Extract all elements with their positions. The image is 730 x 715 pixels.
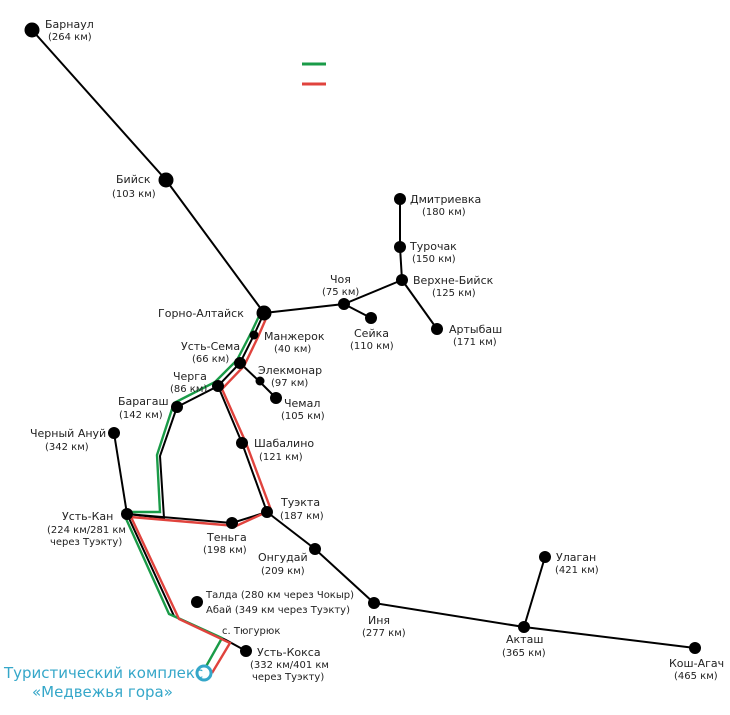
place-name-aktash: Акташ bbox=[506, 633, 543, 646]
place-name-seyka: Сейка bbox=[354, 327, 389, 340]
place-distance-manzherok: (40 км) bbox=[274, 344, 311, 355]
place-name-shabalino: Шабалино bbox=[254, 437, 314, 450]
place-name-manzherok: Манжерок bbox=[264, 330, 325, 343]
settlement-marker-baragash bbox=[171, 401, 183, 413]
settlement-marker-ust-koksa bbox=[240, 645, 252, 657]
settlement-marker-tenga bbox=[226, 517, 238, 529]
place-distance-verkhne-biysk: (125 км) bbox=[432, 288, 476, 299]
place-labels: Барнаул (264 км) Бийск (103 км) Горно-Ал… bbox=[3, 18, 724, 701]
road-tuekta-kosh-agach bbox=[266, 511, 696, 649]
place-distance-dmitrievka: (180 км) bbox=[422, 207, 466, 218]
place-name-ust-kan: Усть-Кан bbox=[62, 510, 113, 523]
place-name-ust-sema: Усть-Сема bbox=[181, 340, 240, 353]
place-name-turochak: Турочак bbox=[409, 240, 457, 253]
place-distance-turochak: (150 км) bbox=[412, 254, 456, 265]
place-name-barnaul: Барнаул bbox=[45, 18, 94, 31]
place-name-chemal: Чемал bbox=[284, 397, 320, 410]
place-name-inya: Иня bbox=[368, 614, 390, 627]
place-distance-choya: (75 км) bbox=[322, 287, 359, 298]
place-name-dmitrievka: Дмитриевка bbox=[410, 193, 481, 206]
settlement-marker-manzherok bbox=[249, 330, 259, 340]
place-distance-barnaul: (264 км) bbox=[48, 32, 92, 43]
settlement-marker-ongudai bbox=[309, 543, 321, 555]
place-name-verkhne-biysk: Верхне-Бийск bbox=[413, 274, 494, 287]
settlement-marker-kosh-agach bbox=[689, 642, 701, 654]
place-distance-chemal: (105 км) bbox=[281, 411, 325, 422]
road-cherny-anuy-ust-kan bbox=[113, 432, 128, 515]
place-distance-aktash: (365 км) bbox=[502, 648, 546, 659]
place-name-ust-koksa: Усть-Кокса bbox=[257, 646, 321, 659]
place-distance-seyka: (110 км) bbox=[350, 341, 394, 352]
place-name-tuekta: Туэкта bbox=[280, 496, 320, 509]
place-distance-baragash: (142 км) bbox=[119, 410, 163, 421]
red-route bbox=[129, 313, 273, 674]
settlement-marker-elekmonar bbox=[255, 376, 265, 386]
legend bbox=[302, 62, 326, 86]
destination-title-line2: «Медвежья гора» bbox=[32, 683, 173, 701]
place-name-tenga: Теньга bbox=[206, 531, 247, 544]
place-distance-cherny-anuy: (342 км) bbox=[45, 442, 89, 453]
settlement-marker-gorno-altaysk bbox=[256, 305, 272, 321]
place-name-artybash: Артыбаш bbox=[449, 323, 502, 336]
place-name-kosh-agach: Кош-Агач bbox=[669, 657, 724, 670]
road-barnaul-gorno-altaysk bbox=[31, 29, 265, 314]
place-distance-ongudai: (209 км) bbox=[261, 566, 305, 577]
settlement-marker-ust-kan bbox=[121, 508, 133, 520]
destination-title-line1: Туристический комплекс bbox=[3, 664, 203, 682]
settlement-marker-talda bbox=[191, 596, 203, 608]
settlement-markers bbox=[24, 22, 701, 657]
road-aktash-ulagan bbox=[523, 556, 546, 628]
place-distance-inya: (277 км) bbox=[362, 628, 406, 639]
place-name-abay: Абай (349 км через Туэкту) bbox=[206, 605, 350, 616]
place-name-gorno-altaysk: Горно-Алтайск bbox=[158, 307, 244, 320]
road-verkhne-biysk-artybash bbox=[401, 279, 438, 330]
ring-marker-icon bbox=[195, 664, 213, 682]
place-name-cherga: Черга bbox=[173, 370, 207, 383]
road-baragash-ust-kan bbox=[126, 406, 178, 520]
settlement-marker-ulagan bbox=[539, 551, 551, 563]
place-name-talda: Талда (280 км через Чокыр) bbox=[205, 590, 354, 601]
place-distance-ust-kan-via: через Туэкту) bbox=[50, 537, 122, 548]
settlement-marker-artybash bbox=[431, 323, 443, 335]
place-distance-ust-sema: (66 км) bbox=[192, 354, 229, 365]
settlement-marker-chemal bbox=[270, 392, 282, 404]
place-distance-ust-kan: (224 км/281 км bbox=[47, 525, 126, 536]
settlement-marker-verkhne-biysk bbox=[396, 274, 408, 286]
place-name-baragash: Барагаш bbox=[118, 395, 169, 408]
place-distance-tenga: (198 км) bbox=[203, 545, 247, 556]
place-name-elekmonar: Элекмонар bbox=[258, 364, 322, 377]
settlement-marker-ust-sema bbox=[234, 357, 246, 369]
place-name-cherny-anuy: Черный Ануй bbox=[30, 427, 106, 440]
settlement-marker-cherny-anuy bbox=[108, 427, 120, 439]
settlement-marker-cherga bbox=[212, 380, 224, 392]
settlement-marker-seyka bbox=[365, 312, 377, 324]
place-distance-tuekta: (187 км) bbox=[280, 511, 324, 522]
road-dmitrievka-verkhne-biysk bbox=[399, 199, 403, 281]
place-distance-biysk: (103 км) bbox=[112, 189, 156, 200]
place-distance-ust-koksa: (332 км/401 км bbox=[250, 660, 329, 671]
settlement-marker-barnaul bbox=[24, 22, 40, 38]
place-name-tyuguryuk: с. Тюгурюк bbox=[222, 626, 280, 637]
settlement-marker-dmitrievka bbox=[394, 193, 406, 205]
place-distance-ust-koksa-via: через Туэкту) bbox=[252, 672, 324, 683]
settlement-marker-inya bbox=[368, 597, 380, 609]
place-name-choya: Чоя bbox=[330, 273, 351, 286]
place-name-ulagan: Улаган bbox=[556, 551, 596, 564]
place-distance-elekmonar: (97 км) bbox=[271, 378, 308, 389]
settlement-marker-choya bbox=[338, 298, 350, 310]
place-distance-kosh-agach: (465 км) bbox=[674, 671, 718, 682]
place-distance-cherga: (86 км) bbox=[170, 384, 207, 395]
settlement-marker-turochak bbox=[394, 241, 406, 253]
settlement-marker-aktash bbox=[518, 621, 530, 633]
settlement-marker-tuekta bbox=[261, 506, 273, 518]
place-distance-shabalino: (121 км) bbox=[259, 452, 303, 463]
place-distance-artybash: (171 км) bbox=[453, 337, 497, 348]
place-name-biysk: Бийск bbox=[116, 173, 151, 186]
place-name-ongudai: Онгудай bbox=[258, 551, 308, 564]
place-distance-ulagan: (421 км) bbox=[555, 565, 599, 576]
settlement-marker-shabalino bbox=[236, 437, 248, 449]
settlement-marker-biysk bbox=[158, 172, 174, 188]
